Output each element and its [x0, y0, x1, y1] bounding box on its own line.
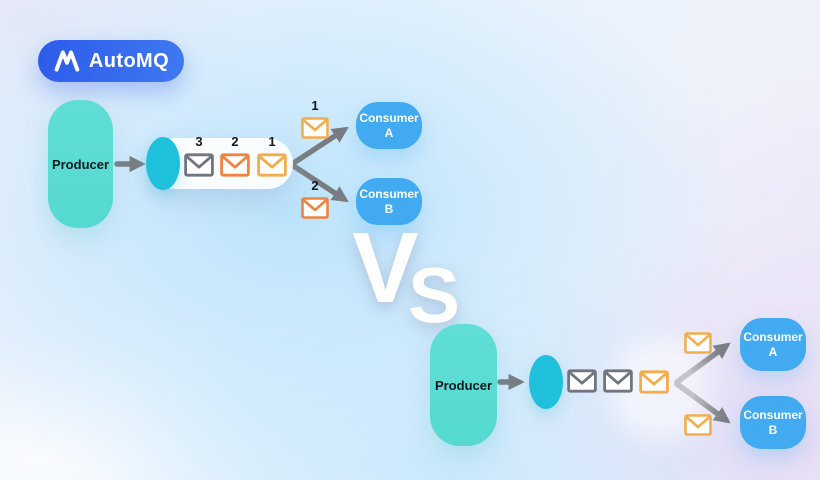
envelope-icon: [684, 332, 712, 354]
message-number-label: 1: [268, 134, 276, 149]
queue-head-ellipse-top: [146, 137, 180, 190]
envelope-icon: [257, 153, 287, 177]
envelope-icon: [639, 370, 669, 394]
message-number-label: 2: [311, 178, 319, 193]
vs-letter-s: S: [408, 251, 461, 339]
consumer-b-node-bottom: Consumer B: [740, 396, 806, 449]
envelope-icon: [220, 153, 250, 177]
producer-node-top: Producer: [48, 100, 113, 228]
producer-label-bottom: Producer: [434, 377, 493, 393]
message-number-label: 1: [311, 98, 319, 113]
consumer-b-node-top: Consumer B: [356, 178, 422, 225]
consumer-id: A: [384, 126, 394, 140]
consumer-a-node-bottom: Consumer A: [740, 318, 806, 371]
producer-node-bottom: Producer: [430, 324, 497, 446]
vs-letter-v: V: [352, 212, 419, 324]
consumer-name: Consumer: [743, 408, 803, 422]
producer-label-top: Producer: [51, 156, 110, 172]
consumer-name: Consumer: [743, 330, 803, 344]
queue-head-ellipse-bottom: [529, 355, 563, 409]
envelope-icon: [567, 369, 597, 393]
envelope-icon: [184, 153, 214, 177]
consumer-id: A: [768, 345, 778, 359]
envelope-icon: [301, 197, 329, 219]
envelope-icon: [684, 414, 712, 436]
consumer-a-node-top: Consumer A: [356, 102, 422, 149]
message-number-label: 2: [231, 134, 239, 149]
message-number-label: 3: [195, 134, 203, 149]
envelope-icon: [603, 369, 633, 393]
automq-m-icon: [54, 50, 80, 72]
consumer-name: Consumer: [359, 111, 419, 125]
consumer-id: B: [768, 423, 778, 437]
vs-text: V S: [352, 212, 472, 342]
envelope-icon: [301, 117, 329, 139]
automq-logo: AutoMQ: [38, 40, 184, 82]
consumer-id: B: [384, 202, 394, 216]
automq-logo-text: AutoMQ: [88, 49, 170, 72]
consumer-name: Consumer: [359, 187, 419, 201]
